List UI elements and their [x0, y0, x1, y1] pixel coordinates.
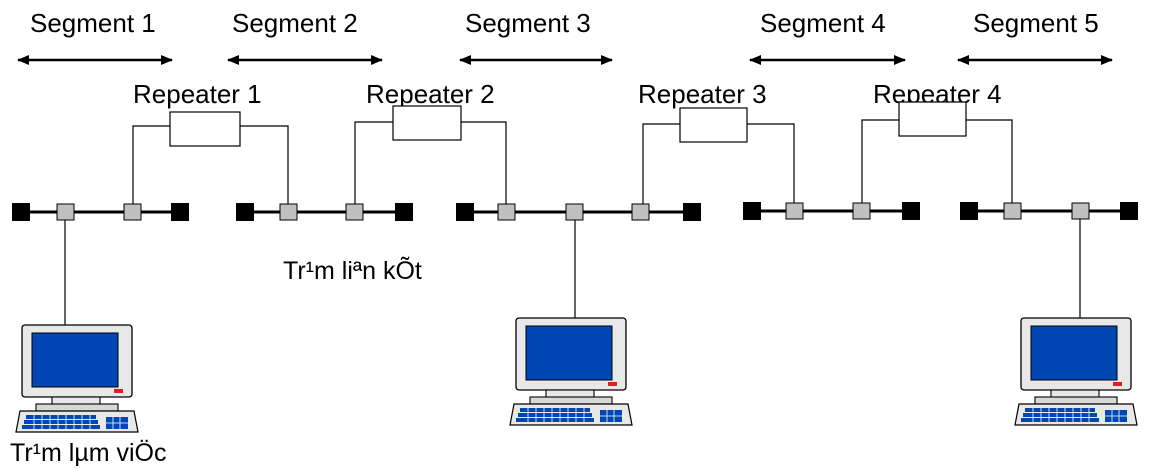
repeater-link-right	[461, 121, 507, 211]
repeater-box	[898, 101, 967, 137]
terminator-icon	[171, 203, 189, 221]
segment-label: Segment 1	[30, 8, 156, 38]
repeater-label: Repeater 1	[133, 79, 262, 109]
tap-node-icon	[785, 202, 804, 220]
repeater-3: Repeater 3	[638, 79, 795, 211]
segment-label: Segment 3	[465, 8, 591, 38]
tap-node-icon	[279, 203, 298, 221]
computer-icon	[1014, 317, 1138, 426]
repeater-box	[169, 111, 241, 147]
tap-node-icon	[345, 203, 364, 221]
computer-icon	[509, 317, 633, 426]
relay-station-caption: Tr¹m liªn kÕt	[283, 256, 422, 285]
segment-4: Segment 4	[749, 8, 906, 65]
terminator-icon	[683, 203, 701, 221]
terminator-icon	[1120, 202, 1138, 220]
repeater-4: Repeater 4	[861, 79, 1013, 211]
tap-node-icon	[852, 202, 871, 220]
repeater-link-right	[747, 123, 795, 211]
segment-label: Segment 5	[973, 8, 1099, 38]
repeater-link-right	[240, 125, 289, 211]
tap-node-icon	[1071, 202, 1090, 220]
repeater-link-left	[354, 121, 393, 211]
repeater-box	[392, 105, 462, 141]
terminator-icon	[743, 202, 761, 220]
terminator-icon	[902, 202, 920, 220]
repeater-label: Repeater 3	[638, 79, 767, 109]
terminator-icon	[456, 203, 474, 221]
tap-nodes	[56, 202, 1090, 221]
terminator-icon	[395, 203, 413, 221]
segment-5: Segment 5	[957, 8, 1113, 65]
tap-node-icon	[56, 203, 75, 221]
terminators	[12, 202, 1138, 221]
segment-label: Segment 2	[232, 8, 358, 38]
segment-3: Segment 3	[459, 8, 613, 65]
computer-icon	[15, 324, 139, 433]
tap-node-icon	[497, 203, 516, 221]
segment-2: Segment 2	[227, 8, 383, 65]
tap-node-icon	[565, 203, 584, 221]
tap-node-icon	[631, 203, 650, 221]
segment-label: Segment 4	[760, 8, 886, 38]
segment-1: Segment 1	[17, 8, 173, 65]
repeater-1: Repeater 1	[132, 79, 289, 211]
terminator-icon	[960, 202, 978, 220]
repeater-link-left	[132, 125, 170, 211]
repeater-label: Repeater 2	[366, 79, 495, 109]
tap-node-icon	[123, 203, 142, 221]
repeater-2: Repeater 2	[354, 79, 507, 211]
repeater-box	[679, 107, 748, 143]
terminator-icon	[236, 203, 254, 221]
tap-node-icon	[1003, 202, 1022, 220]
repeater-link-left	[861, 119, 899, 211]
repeater-link-left	[642, 123, 680, 211]
terminator-icon	[12, 203, 30, 221]
repeater-link-right	[966, 119, 1013, 211]
workstation-caption: Tr¹m lµm viÖc	[10, 439, 167, 467]
